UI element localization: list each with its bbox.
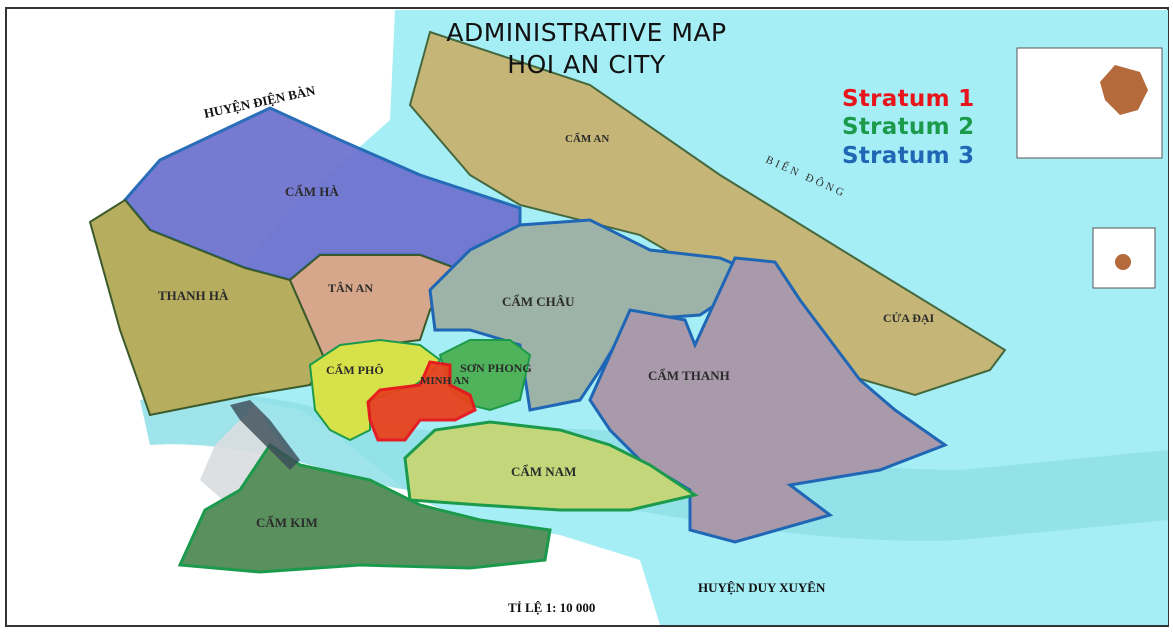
label-cam-ha: CẨM HÀ <box>285 184 339 199</box>
label-cam-chau: CẨM CHÂU <box>502 294 575 309</box>
inset-island <box>1100 65 1148 115</box>
label-duy-xuyen: HUYỆN DUY XUYÊN <box>698 580 826 595</box>
dark-patch <box>230 400 300 470</box>
map-title-line2: HOI AN CITY <box>507 50 666 79</box>
label-tan-an: TÂN AN <box>328 281 373 295</box>
region-minh-an <box>366 360 477 442</box>
region-cam-kim <box>177 442 552 574</box>
legend-stratum-1: Stratum 1 <box>842 86 975 112</box>
region-cam-nam <box>403 420 699 512</box>
legend-stratum-2: Stratum 2 <box>842 114 975 140</box>
legend-stratum-3: Stratum 3 <box>842 143 975 169</box>
map-title-line1: ADMINISTRATIVE MAP <box>446 18 727 47</box>
label-thanh-ha: THANH HÀ <box>158 288 229 303</box>
label-cam-an: CẨM AN <box>565 132 609 145</box>
label-cam-thanh: CẨM THANH <box>648 368 730 383</box>
label-cua-dai: CỬA ĐẠI <box>883 311 935 325</box>
label-minh-an: MINH AN <box>420 375 469 387</box>
scale-label: TỈ LỆ 1: 10 000 <box>508 600 595 615</box>
region-cam-an <box>408 30 1007 397</box>
inset-islet <box>1115 254 1131 270</box>
label-son-phong: SƠN PHONG <box>460 361 532 375</box>
label-cam-nam: CẨM NAM <box>511 464 576 479</box>
label-cam-pho: CẨM PHÔ <box>326 362 384 377</box>
label-cam-kim: CẨM KIM <box>256 515 318 530</box>
